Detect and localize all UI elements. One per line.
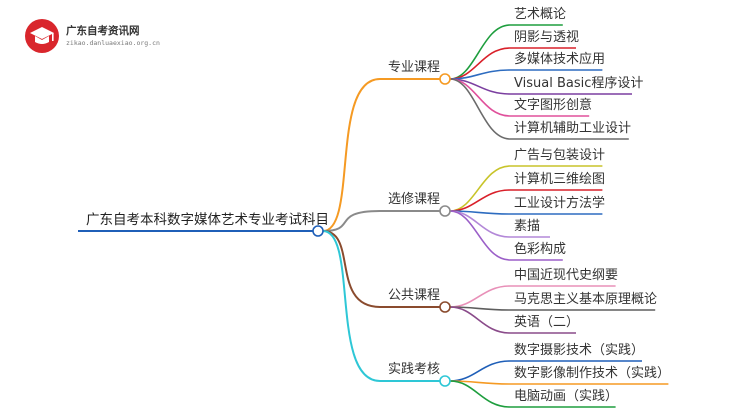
leaf-label[interactable]: 工业设计方法学 — [514, 196, 606, 211]
leaf-connector — [449, 380, 511, 408]
leaf-connector — [449, 360, 511, 382]
leaf-connector — [449, 210, 511, 238]
root-label[interactable]: 广东自考本科数字媒体艺术专业考试科目 — [86, 212, 329, 228]
logo-subtitle: zikao.danluaexiao.org.cn — [66, 39, 160, 47]
branch-node — [439, 375, 451, 387]
branch-node — [439, 205, 451, 217]
branch-label[interactable]: 实践考核 — [388, 362, 441, 377]
leaf-label[interactable]: 数字影像制作技术（实践） — [514, 366, 671, 381]
branch-label[interactable]: 选修课程 — [388, 192, 441, 207]
branch-connector — [322, 230, 381, 308]
leaf-label[interactable]: 阴影与透视 — [514, 30, 580, 45]
branch-connector — [322, 78, 381, 232]
branch-label[interactable]: 公共课程 — [388, 288, 441, 303]
branch-connector — [322, 210, 381, 232]
leaf-label[interactable]: 广告与包装设计 — [514, 148, 606, 163]
leaf-connector — [449, 189, 511, 212]
branch-node — [439, 301, 451, 313]
logo-title: 广东自考资讯网 — [66, 25, 140, 37]
root-node — [312, 225, 324, 237]
site-logo[interactable]: 广东自考资讯网 zikao.danluaexiao.org.cn — [22, 14, 192, 58]
leaf-connector — [449, 165, 511, 212]
leaf-label[interactable]: 中国近现代史纲要 — [514, 268, 619, 283]
leaf-label[interactable]: 英语（二） — [514, 315, 580, 330]
leaf-label[interactable]: Visual Basic程序设计 — [514, 76, 644, 91]
leaf-label[interactable]: 艺术概论 — [514, 7, 567, 22]
leaf-connector — [449, 78, 511, 140]
leaf-connector — [449, 306, 511, 334]
leaf-label[interactable]: 色彩构成 — [514, 242, 567, 257]
leaf-label[interactable]: 电脑动画（实践） — [514, 389, 619, 404]
branch-label[interactable]: 专业课程 — [388, 60, 441, 75]
leaf-connector — [449, 24, 511, 80]
branch-connector — [322, 230, 381, 382]
leaf-label[interactable]: 文字图形创意 — [514, 98, 593, 113]
leaf-label[interactable]: 计算机辅助工业设计 — [514, 121, 632, 136]
leaf-connector — [449, 210, 511, 261]
leaf-label[interactable]: 素描 — [514, 219, 541, 234]
branch-node — [439, 73, 451, 85]
leaf-label[interactable]: 多媒体技术应用 — [514, 52, 606, 67]
leaf-label[interactable]: 计算机三维绘图 — [514, 172, 606, 187]
leaf-connector — [449, 285, 511, 308]
leaf-label[interactable]: 马克思主义基本原理概论 — [514, 292, 658, 307]
leaf-label[interactable]: 数字摄影技术（实践） — [514, 343, 645, 358]
graduation-cap-icon — [25, 19, 59, 53]
